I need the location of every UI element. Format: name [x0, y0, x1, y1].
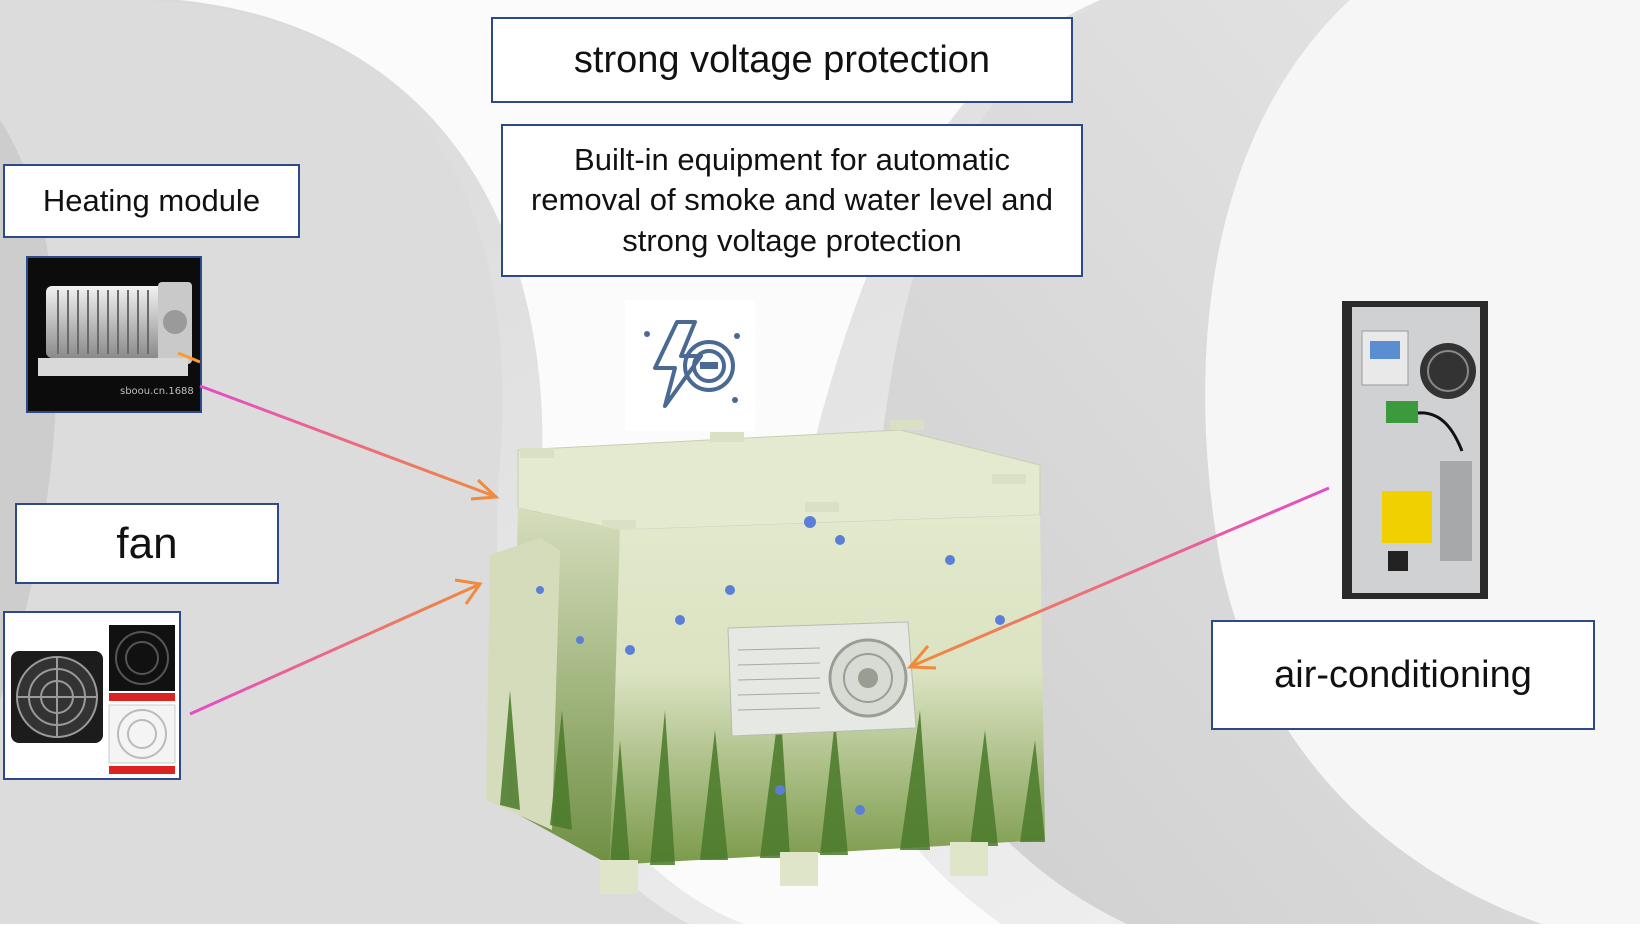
- voltage-icon-tile: [625, 300, 755, 431]
- built-in-description-box: Built-in equipment for automatic removal…: [501, 124, 1083, 277]
- fan-photo: [3, 611, 181, 780]
- fan-label: fan: [116, 518, 178, 568]
- heater-watermark: sboou.cn.1688: [120, 386, 194, 397]
- heater-icon: [38, 282, 200, 376]
- lightning-bolt-shield-icon: [644, 320, 740, 408]
- heating-module-label-box: Heating module: [3, 164, 300, 238]
- built-in-description: Built-in equipment for automatic removal…: [530, 142, 1054, 258]
- strong-voltage-title: strong voltage protection: [573, 38, 991, 81]
- strong-voltage-title-box: strong voltage protection: [491, 17, 1073, 103]
- air-conditioner-photo: [1342, 301, 1488, 599]
- fan-label-box: fan: [15, 503, 279, 584]
- fan-icon: [11, 625, 176, 774]
- heating-module-label: Heating module: [42, 183, 261, 218]
- air-conditioner-icon: [1352, 307, 1480, 593]
- air-conditioning-label: air-conditioning: [1274, 653, 1532, 696]
- heater-photo: sboou.cn.1688: [26, 256, 202, 413]
- outdoor-cabinet-render: [486, 420, 1045, 894]
- air-conditioning-label-box: air-conditioning: [1211, 620, 1595, 730]
